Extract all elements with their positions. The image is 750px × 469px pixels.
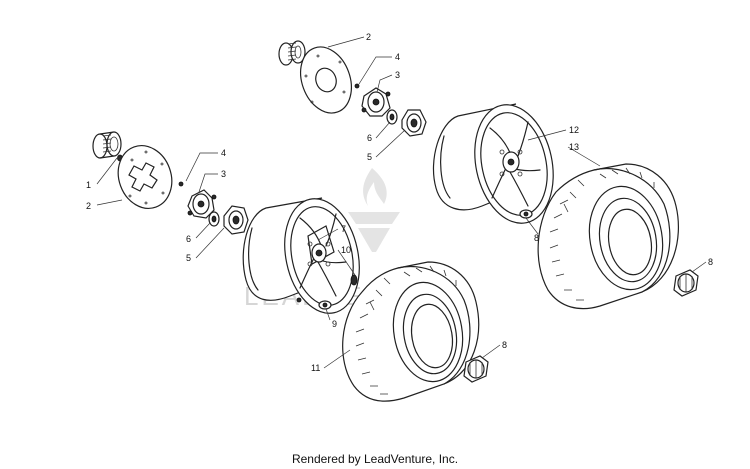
- left-wheel-bearing: [208, 211, 220, 227]
- rear-tire: [537, 163, 679, 310]
- rear-rim: [432, 103, 554, 224]
- callout-5-left: 5: [186, 253, 191, 263]
- callout-10: 10: [341, 245, 351, 255]
- top-brake-disc: [300, 46, 352, 114]
- callout-2-top: 2: [366, 32, 371, 42]
- left-rim: [242, 197, 360, 314]
- top-washer: [354, 83, 360, 89]
- leader-lines: [96, 36, 707, 369]
- callout-11: 11: [311, 363, 320, 373]
- left-brake-disc: [117, 145, 173, 209]
- front-lug-nut: [463, 355, 489, 383]
- callout-6-top: 6: [367, 133, 372, 143]
- rear-valve-stem: [519, 209, 533, 219]
- front-tire: [342, 261, 480, 402]
- callout-13: 13: [569, 142, 579, 152]
- left-hub-flange: [223, 205, 249, 235]
- callout-7: 7: [341, 224, 346, 234]
- top-bearing: [278, 40, 315, 66]
- callout-3-left: 3: [221, 169, 226, 179]
- top-hub-flange: [401, 109, 427, 137]
- rear-lug-nut: [673, 269, 699, 297]
- callout-1: 1: [86, 180, 91, 190]
- callouts: 1 2 2 3 3 4 4 5 5 6 6 7 8 8 8 9 10 11 12…: [86, 32, 713, 373]
- left-washer: [178, 181, 184, 187]
- top-wheel-bearing: [386, 109, 398, 125]
- watermark-logo: [348, 168, 400, 252]
- callout-4-top: 4: [395, 52, 400, 62]
- callout-4-left: 4: [221, 148, 226, 158]
- callout-8-right: 8: [708, 257, 713, 267]
- callout-8-bottom: 8: [502, 340, 507, 350]
- callout-6-left: 6: [186, 234, 191, 244]
- callout-8-rim: 8: [534, 233, 539, 243]
- callout-3-top: 3: [395, 70, 400, 80]
- left-valve-stem: [296, 274, 358, 310]
- footer-credit: Rendered by LeadVenture, Inc.: [291, 452, 459, 466]
- left-bearing: [92, 131, 122, 159]
- top-hub: [361, 87, 391, 117]
- callout-2-left: 2: [86, 201, 91, 211]
- callout-5-top: 5: [367, 152, 372, 162]
- callout-9: 9: [332, 319, 337, 329]
- callout-12: 12: [569, 125, 579, 135]
